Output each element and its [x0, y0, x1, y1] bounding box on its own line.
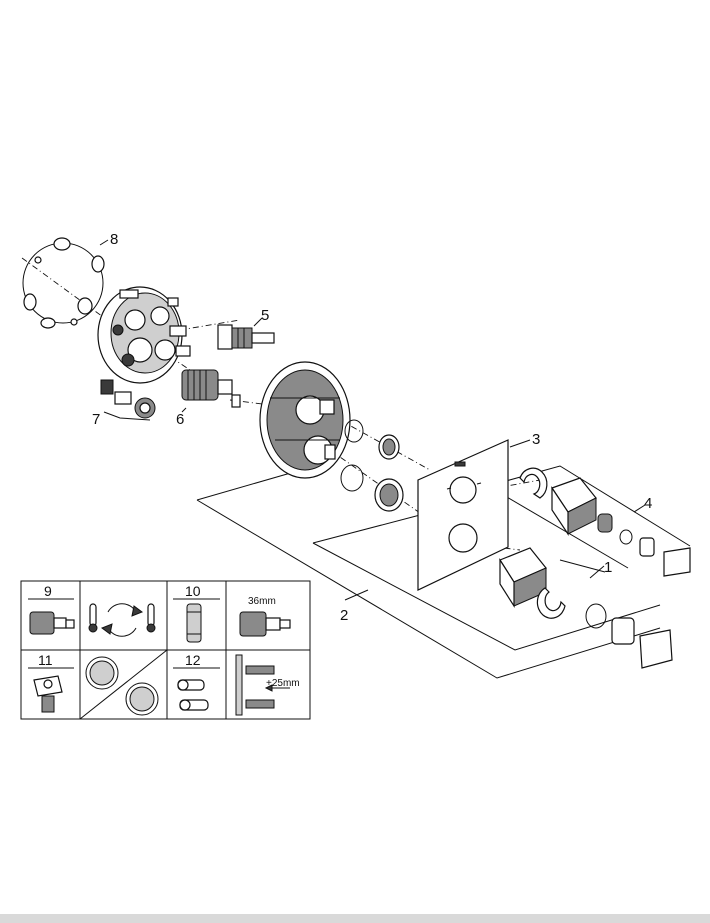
valve-body [97, 286, 191, 384]
size-36mm-label: 36mm [248, 596, 276, 607]
offset-25mm-label: +25mm [266, 678, 300, 689]
legend-item-12: 12 [185, 652, 201, 668]
part-1-handle-set [499, 547, 673, 669]
mounting-plate [259, 361, 351, 479]
part-7-fittings [100, 379, 156, 421]
page-footer-bar [0, 914, 710, 923]
callout-5: 5 [261, 307, 269, 324]
part-6-thermo-cartridge [181, 369, 241, 413]
callout-7: 7 [92, 411, 100, 428]
part-8-seal-ring [22, 237, 109, 329]
callout-4: 4 [644, 495, 652, 512]
legend-item-9: 9 [44, 583, 52, 599]
part-4-handle-set [519, 467, 691, 577]
legend-item-11: 11 [38, 652, 53, 668]
o-rings [340, 419, 404, 512]
spare-parts-legend [20, 580, 311, 720]
assembly-outline-1 [559, 559, 606, 573]
callout-2: 2 [340, 607, 348, 624]
part-5-cartridge [217, 317, 275, 350]
callout-8: 8 [110, 231, 118, 248]
assembly-outline-4 [487, 465, 691, 569]
callout-3: 3 [532, 431, 540, 448]
callout-1: 1 [604, 559, 612, 576]
part-3-cover-plate [417, 439, 531, 591]
callout-6: 6 [176, 411, 184, 428]
legend-item-10: 10 [185, 583, 201, 599]
